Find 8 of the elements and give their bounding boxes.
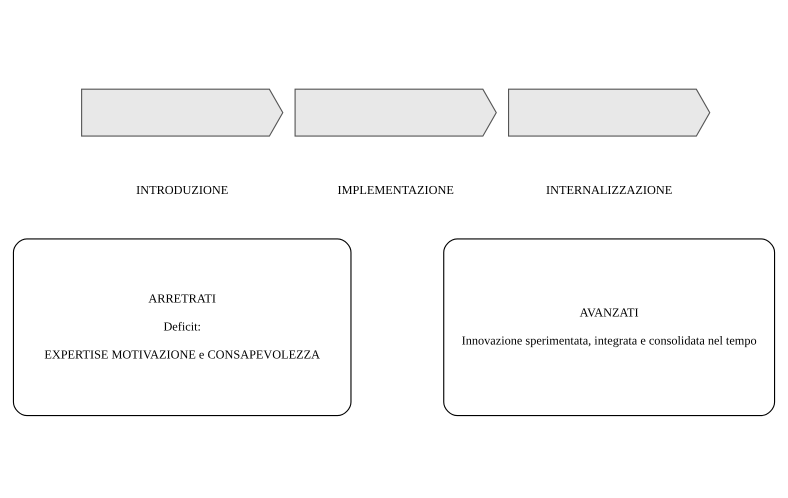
node-chevron [294, 88, 497, 137]
node-label: INTERNALIZZAZIONE [546, 183, 672, 198]
node-box: ARRETRATI Deficit: EXPERTISE MOTIVAZIONE e CONSAPEVOLEZZA [12, 238, 352, 416]
node-chevron [508, 88, 710, 137]
node-chevron [81, 88, 284, 137]
node-label: INTRODUZIONE [136, 183, 228, 198]
node-label: IMPLEMENTAZIONE [337, 183, 454, 198]
node-box: AVANZATI Innovazione sperimentata, integrata e consolidata nel tempo [443, 238, 776, 416]
